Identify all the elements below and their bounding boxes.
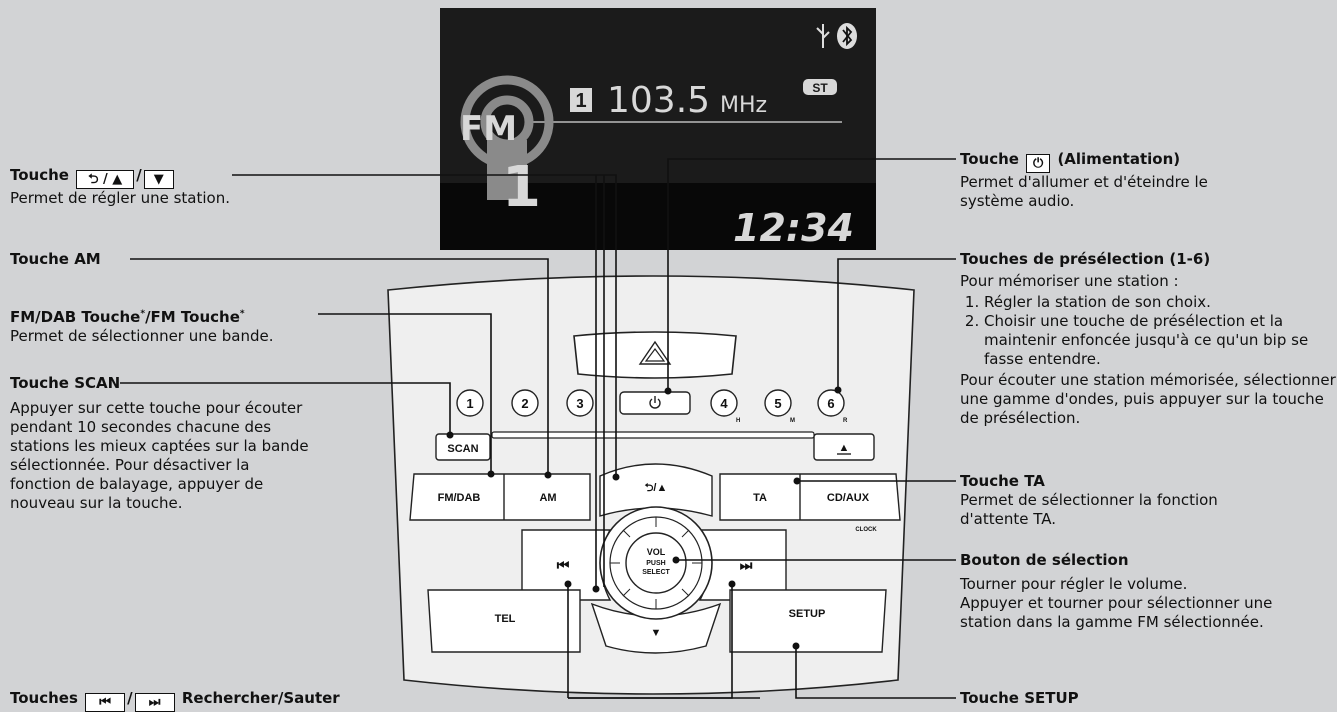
label-presets-step-1: Régler la station de son choix.: [984, 293, 1336, 312]
preset-4-button[interactable]: [710, 389, 738, 417]
label-seek-sep: /: [127, 689, 133, 707]
label-fm-star-1: *: [140, 309, 146, 319]
tel-label: TEL: [495, 613, 516, 625]
am-label: AM: [539, 492, 556, 504]
band-logo-text: FM: [460, 109, 517, 149]
label-fm-head-b: /FM Touche: [145, 308, 240, 326]
fm-band-logo: [460, 75, 554, 200]
band-number: 1: [502, 155, 541, 220]
lcd-display: FM 1 1 103.5 MHz ST 12:34: [440, 8, 876, 250]
label-knob: Bouton de sélection Tourner pour régler …: [960, 551, 1330, 632]
label-presets-head: Touches de présélection (1-6): [960, 250, 1211, 268]
label-presets-outro: Pour écouter une station mémorisée, séle…: [960, 371, 1336, 427]
label-scan: Touche SCAN Appuyer sur cette touche pou…: [10, 374, 310, 513]
tel-button[interactable]: [427, 589, 581, 653]
cd-aux-label: CD/AUX: [827, 492, 870, 504]
label-power-body: Permet d'allumer et d'éteindre le systèm…: [960, 173, 1208, 210]
leader-lines: [120, 158, 956, 699]
down-key-icon: ▼: [143, 170, 174, 189]
label-scan-head: Touche SCAN: [10, 374, 121, 392]
stereo-indicator: [803, 79, 837, 95]
preset-5-button[interactable]: [764, 389, 792, 417]
back-up-button[interactable]: [599, 463, 713, 517]
label-knob-head: Bouton de sélection: [960, 551, 1129, 569]
label-presets-step-2: Choisir une touche de présélection et la…: [984, 312, 1336, 369]
preset-5-sub: M: [790, 418, 795, 424]
usb-icon: [816, 24, 830, 48]
setup-button[interactable]: [729, 589, 887, 653]
knob-label-vol: VOL: [647, 547, 666, 557]
label-fm-head-a: FM/DAB Touche: [10, 308, 141, 326]
label-presets-intro: Pour mémoriser une station :: [960, 272, 1179, 290]
seek-back-key-icon: ⏮: [85, 693, 126, 712]
band-buttons-frame: [409, 473, 591, 521]
selector-knob[interactable]: [599, 506, 713, 620]
clock-sub-label: CLOCK: [855, 527, 877, 533]
down-label: ▼: [651, 627, 662, 639]
scan-button[interactable]: [435, 433, 491, 461]
back-up-key-icon: ⮌ / ▲: [76, 170, 135, 189]
seek-forward-key-icon: ⏭: [134, 693, 175, 712]
label-setup: Touche SETUP: [960, 689, 1079, 708]
knob-label-push: PUSH: [646, 560, 665, 567]
eject-button[interactable]: [813, 433, 875, 461]
ta-buttons-frame: [719, 473, 901, 521]
scan-button-label: SCAN: [447, 443, 478, 455]
label-power: Touche ⏻ (Alimentation) Permet d'allumer…: [960, 150, 1330, 211]
fm-dab-label: FM/DAB: [438, 492, 481, 504]
ta-label: TA: [753, 492, 767, 504]
preset-6-sub: R: [843, 418, 848, 424]
label-back-body: Permet de régler une station.: [10, 189, 230, 207]
label-fm-body: Permet de sélectionner une bande.: [10, 327, 274, 345]
label-presets: Touches de présélection (1-6) Pour mémor…: [960, 250, 1336, 428]
stereo-text: ST: [812, 81, 828, 95]
power-key-icon: ⏻: [1026, 154, 1051, 173]
preset-5-label: 5: [774, 396, 781, 411]
eject-icon: ▲: [839, 442, 850, 454]
seek-back-icon: ⏮: [557, 557, 570, 573]
preset-3-button[interactable]: [566, 389, 594, 417]
label-back-sep: /: [136, 166, 142, 184]
preset-2-label: 2: [521, 396, 528, 411]
back-up-label: ⮌/▲: [645, 482, 668, 494]
label-setup-head: Touche SETUP: [960, 689, 1079, 707]
label-seek-head-c: Rechercher/Sauter: [181, 689, 340, 707]
label-ta-head: Touche TA: [960, 472, 1045, 490]
label-fm-star-2: *: [239, 309, 245, 319]
bluetooth-icon: [837, 23, 857, 49]
preset-3-label: 3: [576, 396, 583, 411]
label-am: Touche AM: [10, 250, 101, 269]
setup-label: SETUP: [789, 608, 826, 620]
label-fm: FM/DAB Touche*/FM Touche* Permet de séle…: [10, 305, 340, 346]
preset-4-sub: H: [736, 418, 740, 424]
frequency-value: 103.5: [607, 80, 710, 121]
label-seek-head-a: Touches: [10, 689, 78, 707]
label-seek: Touches ⏮/⏭ Rechercher/Sauter: [10, 689, 550, 712]
preset-1-button[interactable]: [456, 389, 484, 417]
label-back-head: Touche: [10, 166, 69, 184]
clock-display: 12:34: [733, 206, 854, 250]
label-knob-body-1: Tourner pour régler le volume.: [960, 575, 1188, 593]
preset-1-label: 1: [466, 396, 473, 411]
label-power-head-b: (Alimentation): [1057, 150, 1181, 168]
preset-4-label: 4: [720, 396, 728, 411]
preset-number: 1: [575, 90, 586, 112]
knob-label-select: SELECT: [642, 569, 670, 576]
preset-2-button[interactable]: [511, 389, 539, 417]
label-back-down: Touche ⮌ / ▲/▼ Permet de régler une stat…: [10, 166, 430, 208]
preset-indicator: [570, 88, 592, 112]
label-am-head: Touche AM: [10, 250, 101, 268]
power-icon: [649, 396, 661, 409]
seek-forward-icon: ⏭: [740, 557, 753, 573]
preset-6-label: 6: [827, 396, 834, 411]
label-ta-body: Permet de sélectionner la fonction d'att…: [960, 491, 1218, 528]
label-knob-body-2: Appuyer et tourner pour sélectionner une…: [960, 594, 1273, 631]
hazard-button[interactable]: [638, 340, 672, 365]
label-power-head-a: Touche: [960, 150, 1019, 168]
frequency-unit: MHz: [720, 93, 767, 118]
label-ta: Touche TA Permet de sélectionner la fonc…: [960, 472, 1260, 529]
preset-6-button[interactable]: [817, 389, 845, 417]
label-scan-body: Appuyer sur cette touche pour écouter pe…: [10, 399, 309, 512]
